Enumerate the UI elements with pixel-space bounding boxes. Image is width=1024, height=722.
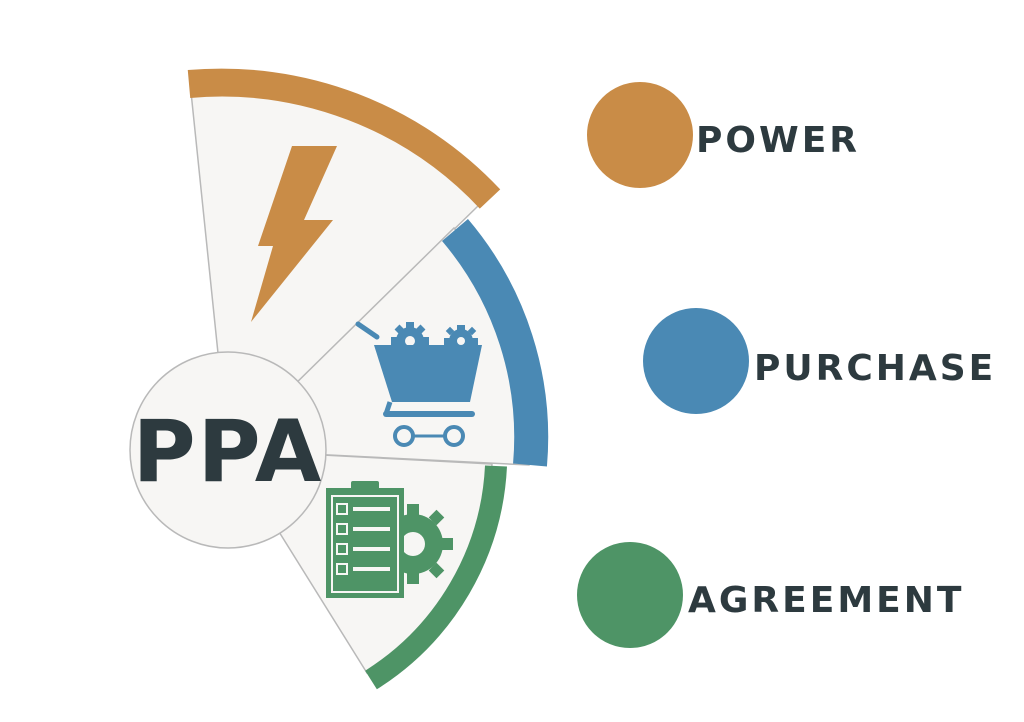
- legend-word-purchase: PURCHASE: [754, 348, 996, 389]
- legend-power: POWER: [587, 82, 860, 188]
- legend-purchase: PURCHASE: [643, 308, 996, 414]
- legend-word-power: POWER: [696, 120, 860, 161]
- lightning-bolt-icon: [251, 146, 337, 322]
- wedge-power-arc: [187, 68, 501, 209]
- legend-dot-purchase: [643, 308, 749, 414]
- wedge-agreement-arc: [365, 465, 507, 690]
- wedge-purchase-arc: [441, 218, 549, 467]
- legend-dot-agreement: [577, 542, 683, 648]
- legend-agreement: AGREEMENT: [577, 542, 964, 648]
- legend-dot-power: [587, 82, 693, 188]
- checklist-gear-icon: [326, 481, 453, 598]
- legend-word-agreement: AGREEMENT: [688, 580, 964, 621]
- center-label: PPA: [133, 402, 324, 502]
- center-circle: [129, 351, 327, 549]
- shopping-cart-gears-icon: [355, 321, 482, 447]
